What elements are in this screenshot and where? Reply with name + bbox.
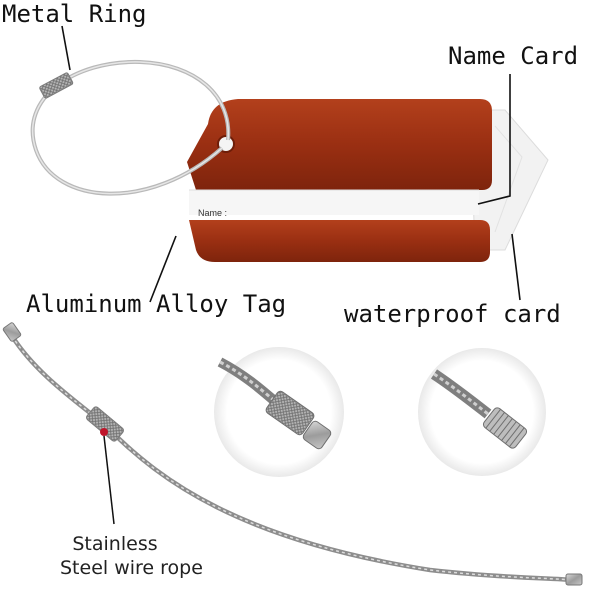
steel-wire-rope <box>2 322 583 586</box>
pointer-dot <box>100 428 108 436</box>
label-aluminum-alloy-tag: Aluminum Alloy Tag <box>26 290 287 318</box>
wire-end-cap-right <box>565 573 583 586</box>
aluminum-tag <box>187 99 492 262</box>
label-stainless-line1: Stainless <box>72 533 158 555</box>
metal-ring <box>30 59 231 196</box>
tag-window <box>189 190 479 215</box>
ring-lock-screw <box>39 72 74 99</box>
wire-lock-screw <box>86 406 124 442</box>
label-waterproof-card: waterproof card <box>344 300 561 328</box>
detail-screw-lock <box>214 347 344 477</box>
label-name-card: Name Card <box>448 42 579 70</box>
wire-end-cap-left <box>2 322 22 342</box>
tag-name-field: Name : <box>198 208 228 218</box>
label-metal-ring: Metal Ring <box>2 0 147 28</box>
label-stainless-steel-wire-rope: Stainless Steel wire rope <box>60 532 203 580</box>
detail-threaded-end <box>418 348 546 476</box>
label-stainless-line2: Steel wire rope <box>60 557 203 579</box>
callout-lines <box>61 25 521 303</box>
